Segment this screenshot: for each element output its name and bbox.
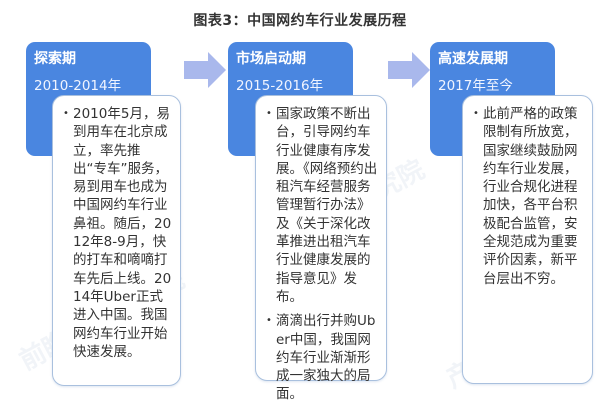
bullet-item: • 2010年5月，易到用车在北京成立，率先推出“专车”服务，易到用车也成为中国… (63, 105, 172, 361)
figure-title: 图表3：中国网约车行业发展历程 (193, 13, 407, 29)
bullet-icon: • (266, 108, 272, 119)
bullet-text: 此前严格的政策限制有所放宽，国家继续鼓励网约车行业发展，行业合规化进程加快，各平… (483, 106, 578, 287)
phase-name: 市场启动期 (236, 51, 306, 67)
right-arrow-icon (388, 52, 430, 88)
bullet-item: • 滴滴出行并购Uber中国，我国网约车行业渐渐形成一家独大的局面。 (266, 312, 378, 403)
bullet-icon: • (63, 108, 69, 119)
phase-content-exploration: • 2010年5月，易到用车在北京成立，率先推出“专车”服务，易到用车也成为中国… (52, 95, 181, 386)
bullet-text: 2010年5月，易到用车在北京成立，率先推出“专车”服务，易到用车也成为中国网约… (73, 106, 172, 360)
bullet-icon: • (473, 108, 479, 119)
phase-name: 高速发展期 (438, 51, 508, 67)
bullet-item: • 此前严格的政策限制有所放宽，国家继续鼓励网约车行业发展，行业合规化进程加快，… (473, 105, 584, 288)
phase-content-market-launch: • 国家政策不断出台，引导网约车行业健康有序发展。《网络预约出租汽车经营服务管理… (255, 95, 387, 402)
phase-years: 2017年至今 (438, 78, 513, 94)
bullet-text: 滴滴出行并购Uber中国，我国网约车行业渐渐形成一家独大的局面。 (276, 313, 376, 403)
bullet-item: • 国家政策不断出台，引导网约车行业健康有序发展。《网络预约出租汽车经营服务管理… (266, 105, 378, 306)
right-arrow-icon (184, 52, 226, 88)
phase-years: 2010-2014年 (34, 78, 122, 94)
bullet-icon: • (266, 315, 272, 327)
phase-name: 探索期 (34, 51, 76, 67)
phase-content-rapid-growth: • 此前严格的政策限制有所放宽，国家继续鼓励网约车行业发展，行业合规化进程加快，… (462, 95, 593, 384)
phase-years: 2015-2016年 (236, 78, 324, 94)
bullet-text: 国家政策不断出台，引导网约车行业健康有序发展。《网络预约出租汽车经营服务管理暂行… (276, 106, 378, 305)
